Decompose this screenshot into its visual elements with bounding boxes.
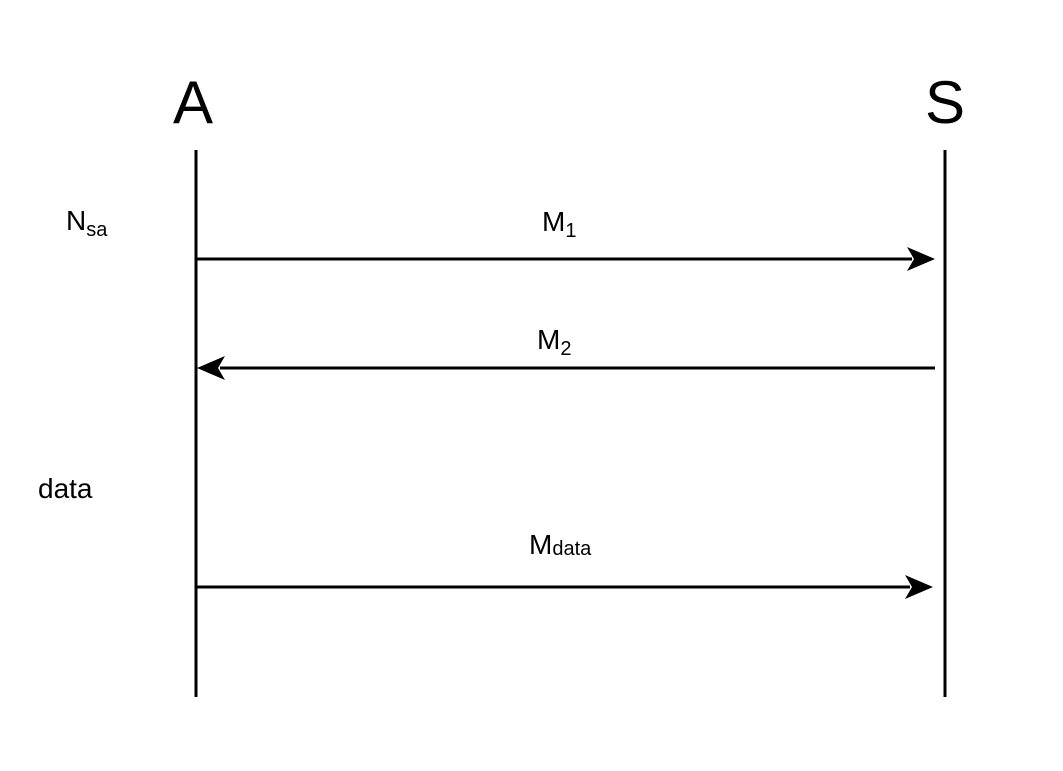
message-mdata-sub: data	[552, 538, 592, 560]
message-mdata-arrowhead	[905, 575, 933, 599]
message-mdata-base: M	[529, 529, 553, 560]
note-nsa-base: N	[66, 205, 87, 236]
message-m1-base: M	[542, 206, 566, 237]
message-mdata-label: Mdata	[529, 529, 592, 560]
message-m2-sub: 2	[560, 338, 572, 360]
note-data: data	[38, 473, 93, 504]
message-m1-sub: 1	[565, 220, 577, 242]
message-m1-label: M1	[542, 206, 576, 242]
message-m1-arrowhead	[907, 247, 935, 271]
message-m2-base: M	[537, 324, 561, 355]
actor-s-label: S	[925, 69, 966, 136]
message-m2-label: M2	[537, 324, 571, 360]
note-nsa: Nsa	[66, 205, 107, 241]
actor-a-label: A	[173, 69, 214, 136]
note-nsa-sub: sa	[86, 219, 108, 241]
message-m2-arrowhead	[197, 356, 225, 380]
